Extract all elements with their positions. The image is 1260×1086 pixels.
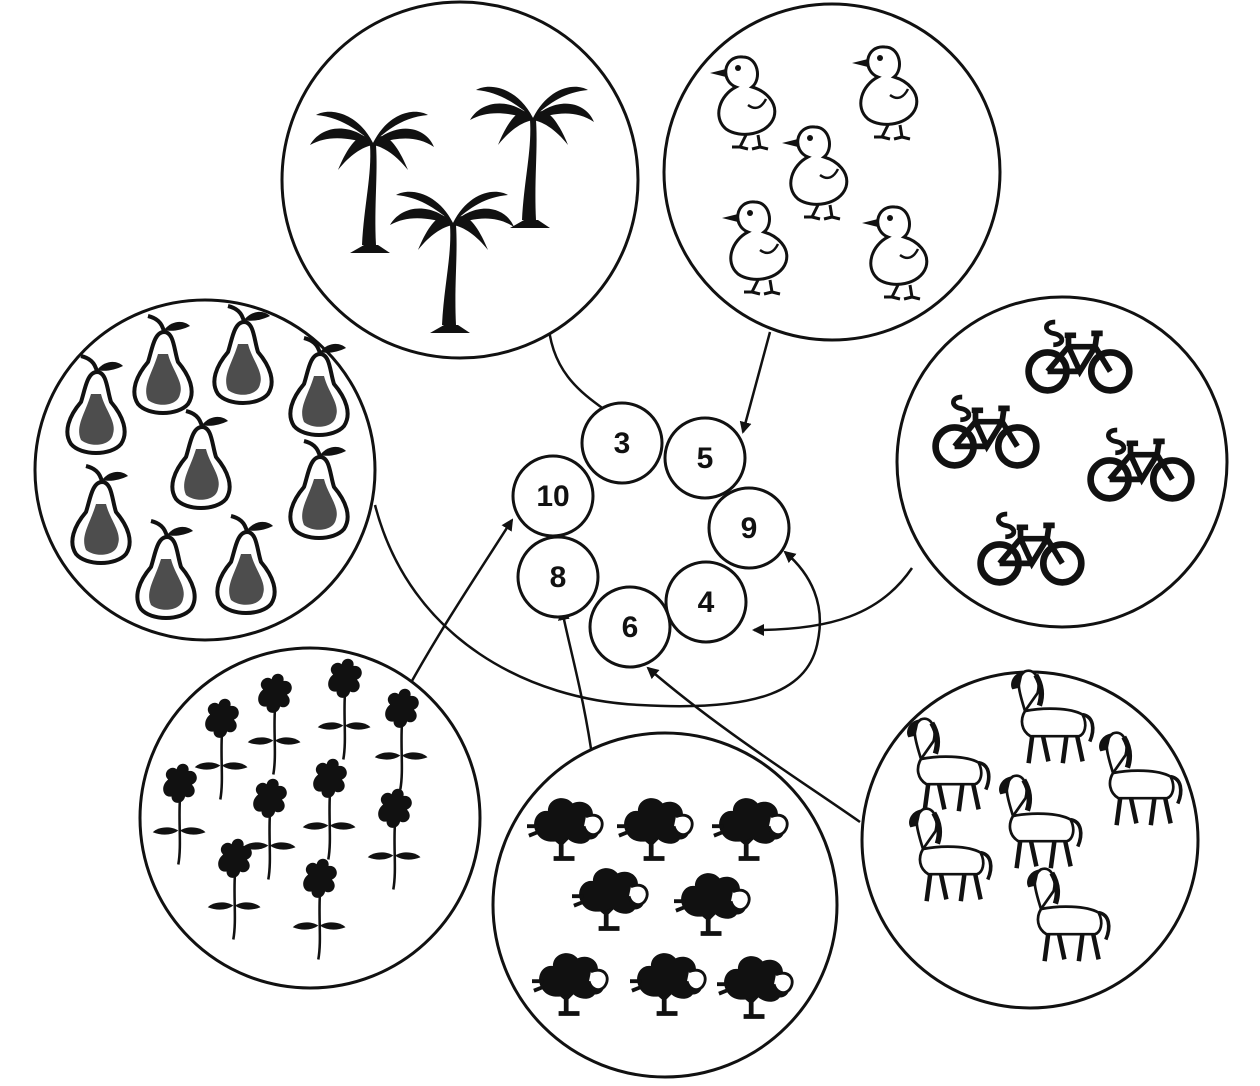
number-9: 9 — [709, 488, 789, 568]
connector-palms — [548, 318, 605, 410]
number-4-label: 4 — [698, 586, 715, 619]
number-9-label: 9 — [741, 512, 758, 545]
number-10-label: 10 — [536, 480, 569, 513]
connector-ducks — [743, 332, 770, 432]
connector-bicycles — [754, 568, 912, 630]
palm-group-circle — [282, 2, 638, 358]
number-8: 8 — [518, 537, 598, 617]
number-5: 5 — [665, 418, 745, 498]
flower-group-circle — [140, 648, 480, 988]
number-5-label: 5 — [697, 442, 714, 475]
number-ring: 3 5 9 4 6 8 10 — [513, 403, 789, 667]
number-8-label: 8 — [550, 561, 567, 594]
number-10: 10 — [513, 456, 593, 536]
number-6: 6 — [590, 587, 670, 667]
number-6-label: 6 — [622, 611, 639, 644]
number-3-label: 3 — [614, 427, 631, 460]
number-3: 3 — [582, 403, 662, 483]
number-4: 4 — [666, 562, 746, 642]
bush-group-circle — [493, 733, 837, 1077]
